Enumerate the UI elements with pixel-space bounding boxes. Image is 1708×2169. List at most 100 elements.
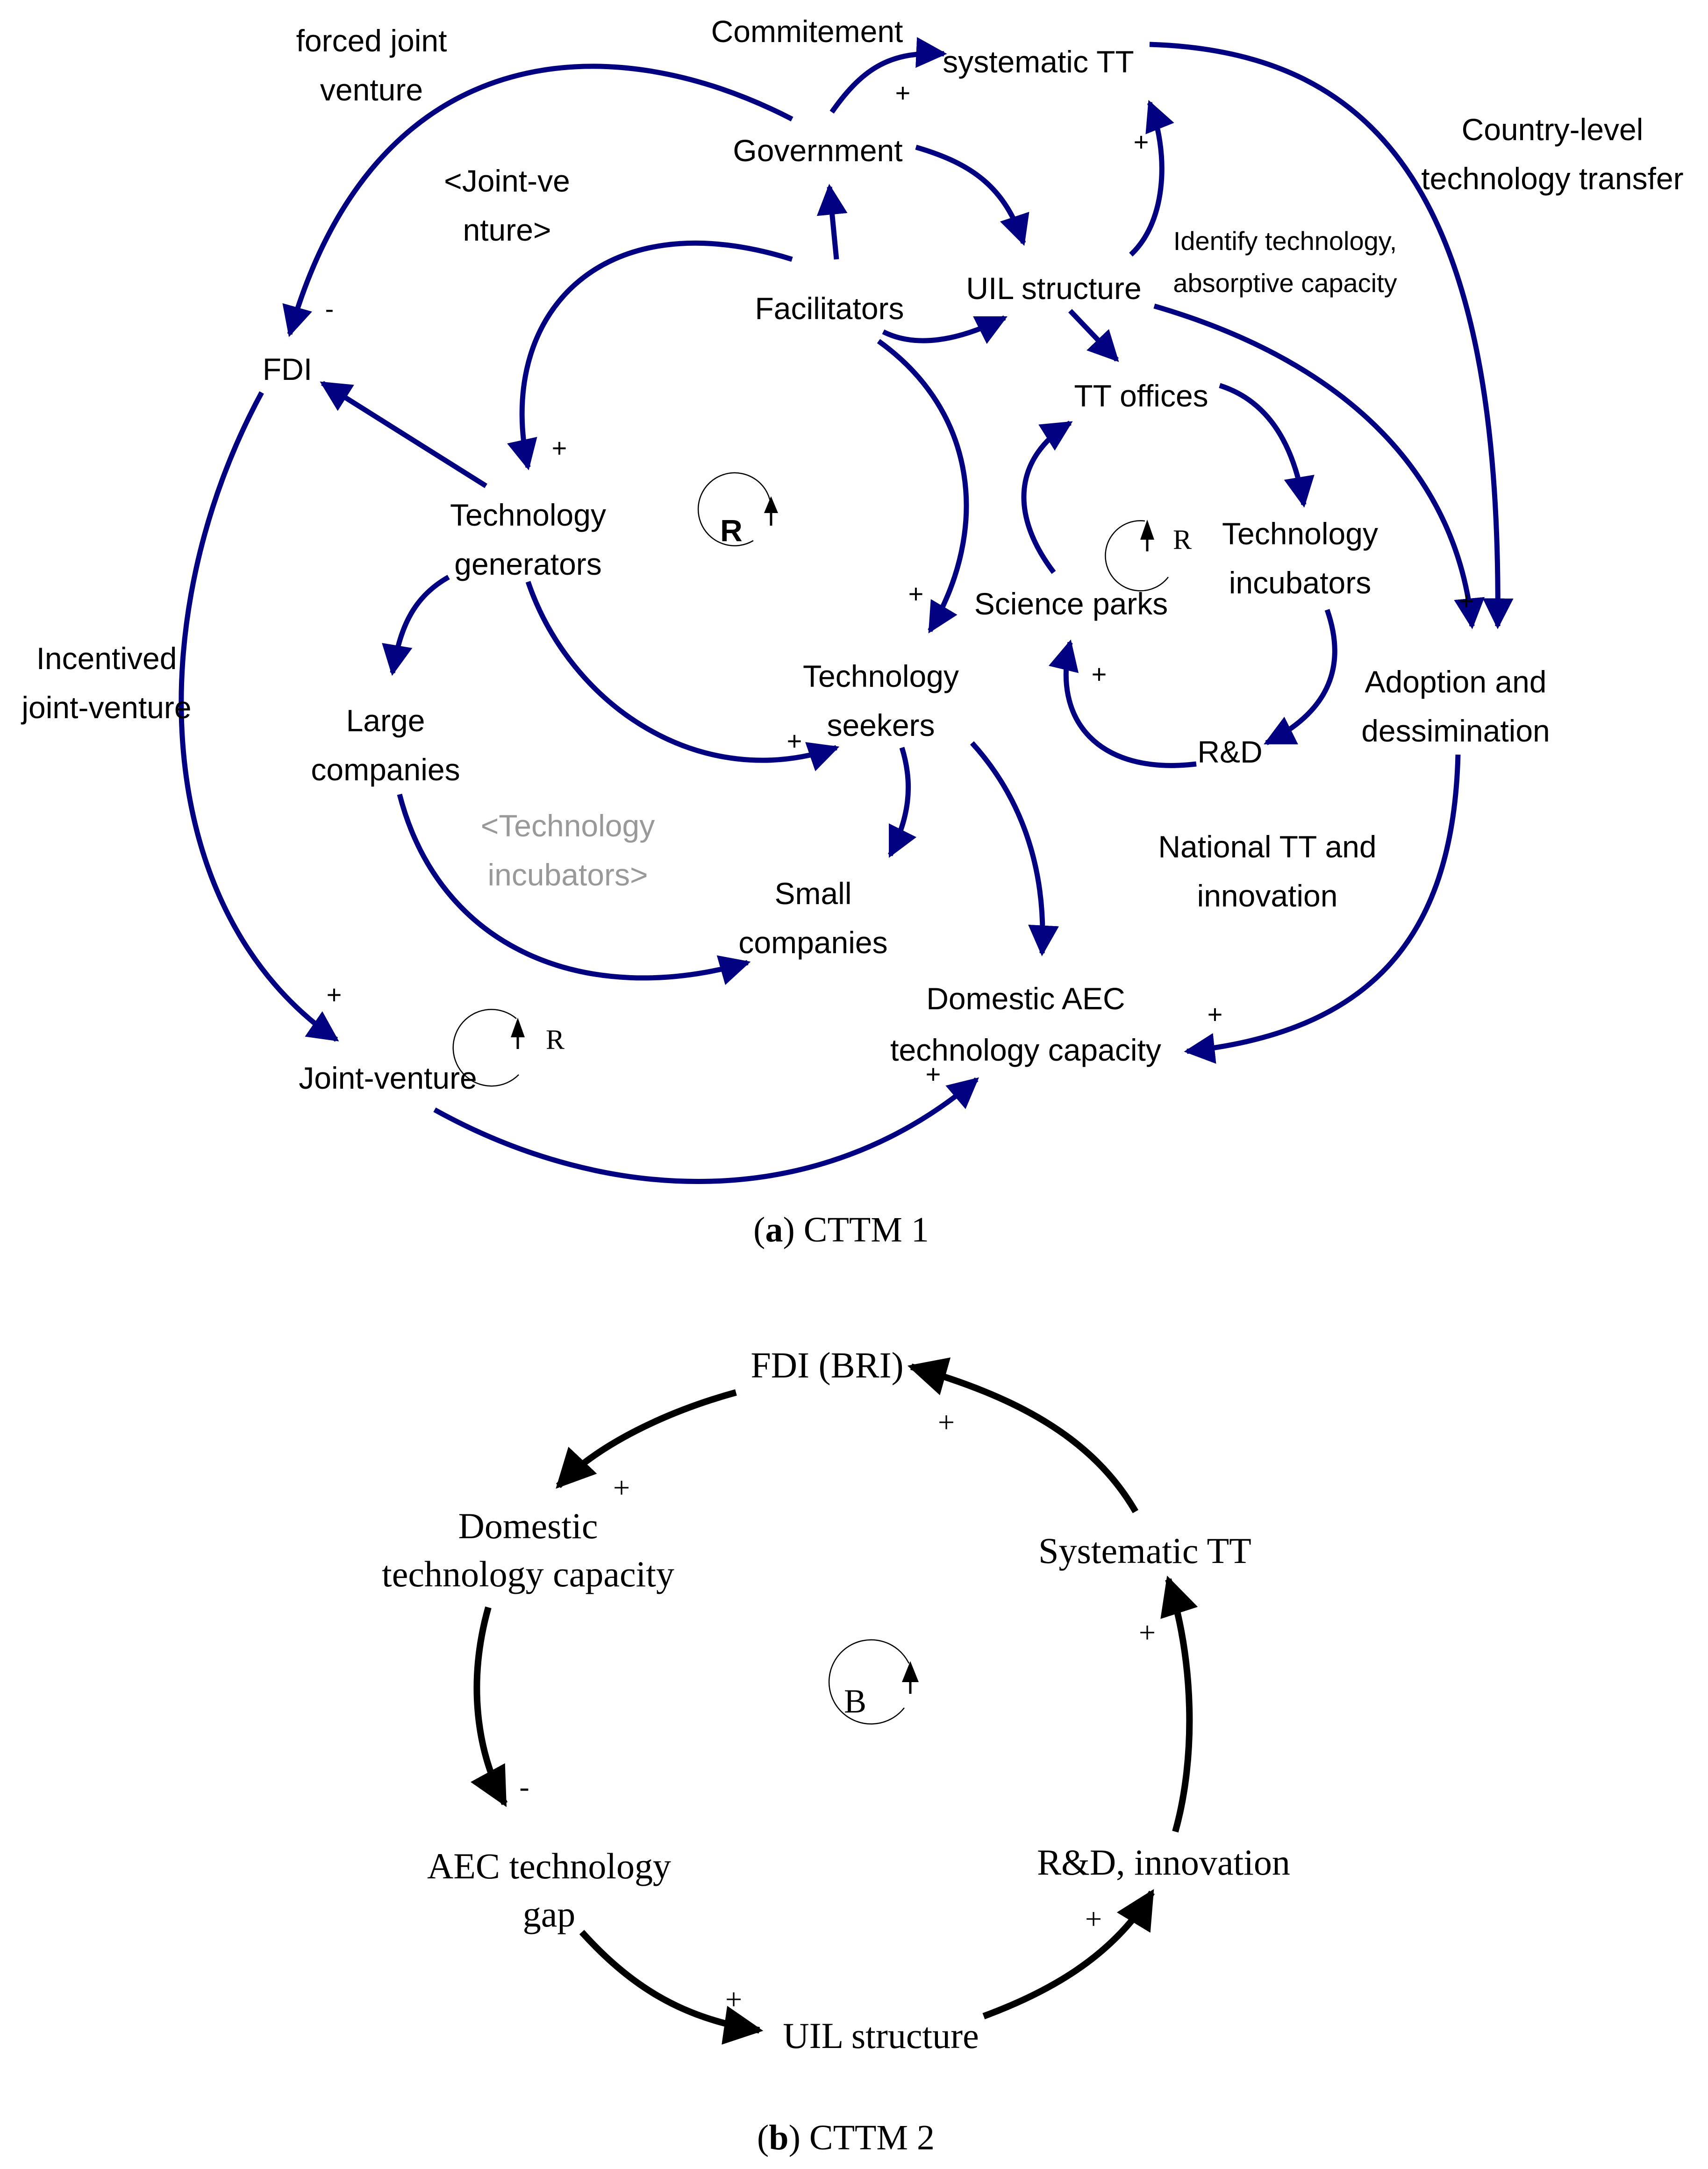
node-fdi: FDI bbox=[263, 352, 312, 386]
edge-uil-to-tt-offices bbox=[1068, 309, 1119, 362]
edge-uil-to-systematic-tt bbox=[1129, 100, 1174, 257]
sign-plus: + bbox=[1085, 1902, 1102, 1935]
sign-plus: + bbox=[908, 579, 924, 608]
edge-tech-generators-to-tech-seekers bbox=[525, 581, 840, 771]
caption-b: (b) CTTM 2 bbox=[757, 2118, 935, 2157]
node-fdi-bri: FDI (BRI) bbox=[750, 1345, 903, 1385]
edge-tech-seekers-to-domestic-aec bbox=[970, 741, 1059, 956]
loop-indicator-right: R bbox=[1105, 520, 1192, 592]
edge-rd-to-systematic-tt bbox=[1160, 1576, 1198, 1833]
edge-facilitators-to-government bbox=[816, 184, 848, 260]
node-technology-incubators-ref-line-1: <Technology bbox=[481, 808, 655, 843]
node-national-tt-line-2: innovation bbox=[1197, 878, 1338, 913]
sign-plus: + bbox=[787, 726, 802, 756]
node-uil-structure: UIL structure bbox=[783, 2015, 979, 2056]
sign-plus: + bbox=[1092, 659, 1107, 689]
node-incentived-line-1: Incentived bbox=[36, 641, 177, 676]
node-identify-line-1: Identify technology, bbox=[1173, 226, 1397, 256]
diagram-b-edges bbox=[470, 1357, 1198, 2045]
edge-rd-to-science-parks bbox=[1048, 639, 1197, 768]
sign-plus: + bbox=[1134, 127, 1149, 157]
node-technology-generators-line-1: Technology bbox=[450, 498, 606, 532]
node-national-tt-line-1: National TT and bbox=[1158, 829, 1376, 864]
edge-fdi-to-domestic bbox=[556, 1389, 737, 1489]
loop-indicator-bottom: R bbox=[452, 1009, 565, 1087]
edge-uil-to-rd bbox=[982, 1889, 1155, 2019]
node-technology-incubators-line-2: incubators bbox=[1229, 565, 1372, 600]
diagram-a-polarity-signs: + + - + + + + + + + + bbox=[325, 78, 1474, 1089]
node-aec-gap-line-1: AEC technology bbox=[427, 1846, 671, 1886]
edge-facilitators-to-uil bbox=[882, 315, 1008, 344]
node-tt-offices: TT offices bbox=[1074, 378, 1208, 413]
caption-a-letter: a bbox=[765, 1210, 783, 1249]
edge-uil-to-adoption bbox=[1153, 303, 1485, 629]
caption-b-title: ) CTTM 2 bbox=[789, 2118, 935, 2157]
edge-tt-offices-to-tech-incubators bbox=[1219, 383, 1315, 508]
sign-plus: + bbox=[895, 78, 911, 107]
node-joint-venture-ref-line-2: nture> bbox=[463, 213, 551, 247]
node-systematic-tt: systematic TT bbox=[943, 44, 1134, 79]
edge-facilitators-to-tech-seekers bbox=[877, 339, 969, 634]
loop-arrow-icon bbox=[764, 496, 778, 513]
edge-tech-incubators-to-rd bbox=[1264, 609, 1337, 745]
node-technology-incubators-ref-line-2: incubators> bbox=[487, 857, 648, 892]
diagram-b-polarity-signs: + + + - + + bbox=[519, 1406, 1156, 2016]
edge-tech-generators-to-fdi bbox=[320, 381, 487, 488]
edge-tech-seekers-to-small-companies bbox=[888, 747, 917, 858]
diagram-a-nodes: forced joint venture Commitement systema… bbox=[21, 14, 1683, 1095]
sign-plus: + bbox=[1208, 999, 1223, 1029]
node-adoption-line-1: Adoption and bbox=[1365, 664, 1546, 699]
edge-joint-venture-to-domestic-aec bbox=[433, 1077, 979, 1184]
node-technology-seekers-line-1: Technology bbox=[803, 659, 959, 693]
edge-systematic-tt-to-fdi bbox=[907, 1357, 1139, 1513]
node-small-companies-line-2: companies bbox=[738, 925, 887, 960]
edge-adoption-to-domestic-aec bbox=[1184, 754, 1461, 1064]
sign-plus: + bbox=[938, 1406, 955, 1439]
node-large-companies-line-1: Large bbox=[346, 703, 425, 738]
caption-a: (a) CTTM 1 bbox=[753, 1210, 929, 1249]
loop-label-b: B bbox=[844, 1683, 866, 1720]
node-government: Government bbox=[733, 133, 902, 168]
node-technology-generators-line-2: generators bbox=[454, 547, 602, 581]
node-domestic-aec-line-2: technology capacity bbox=[890, 1033, 1161, 1067]
edge-government-to-uil bbox=[915, 144, 1029, 246]
caption-b-letter: b bbox=[769, 2118, 788, 2157]
edge-fdi-to-joint-venture bbox=[179, 391, 339, 1042]
diagram-b-nodes: FDI (BRI) Domestic technology capacity S… bbox=[382, 1345, 1290, 2056]
sign-plus: + bbox=[327, 980, 342, 1009]
node-domestic-aec-line-1: Domestic AEC bbox=[926, 981, 1125, 1016]
loop-arrow-icon bbox=[1140, 520, 1154, 540]
edge-tech-generators-to-large-companies bbox=[382, 575, 450, 676]
diagram-a-cttm-1: forced joint venture Commitement systema… bbox=[21, 14, 1683, 1249]
node-adoption-line-2: dessimination bbox=[1361, 713, 1550, 748]
loop-label-right: R bbox=[1173, 524, 1192, 555]
edge-facilitators-to-tech-generators bbox=[507, 240, 793, 471]
edge-government-to-fdi bbox=[282, 64, 793, 337]
sign-plus: + bbox=[552, 433, 567, 463]
caption-a-title: ) CTTM 1 bbox=[783, 1210, 929, 1249]
sign-minus: - bbox=[519, 1770, 529, 1803]
sign-plus: + bbox=[725, 1983, 742, 2016]
node-uil-structure: UIL structure bbox=[966, 271, 1141, 306]
diagram-b-cttm-2: FDI (BRI) Domestic technology capacity S… bbox=[382, 1345, 1290, 2157]
node-rd-innovation: R&D, innovation bbox=[1037, 1842, 1290, 1883]
diagram-a-edges bbox=[179, 37, 1514, 1184]
node-forced-joint-venture-line-2: venture bbox=[320, 72, 423, 107]
node-domestic-line-1: Domestic bbox=[458, 1505, 598, 1546]
sign-minus: - bbox=[325, 294, 334, 323]
caption-b-paren: ( bbox=[757, 2118, 769, 2157]
sign-plus: + bbox=[926, 1059, 941, 1089]
loop-arrow-icon bbox=[511, 1018, 525, 1037]
loop-label-bottom: R bbox=[546, 1024, 565, 1055]
node-systematic-tt: Systematic TT bbox=[1038, 1530, 1251, 1571]
loop-indicator-b: B bbox=[828, 1639, 919, 1725]
node-technology-incubators-line-1: Technology bbox=[1222, 516, 1378, 551]
node-domestic-line-2: technology capacity bbox=[382, 1554, 674, 1594]
sign-plus: + bbox=[613, 1471, 630, 1504]
node-country-level-line-1: Country-level bbox=[1462, 112, 1644, 147]
node-commitment: Commitement bbox=[711, 14, 903, 49]
node-technology-seekers-line-2: seekers bbox=[827, 708, 935, 742]
node-rd: R&D bbox=[1197, 735, 1262, 769]
node-incentived-line-2: joint-venture bbox=[21, 690, 191, 725]
